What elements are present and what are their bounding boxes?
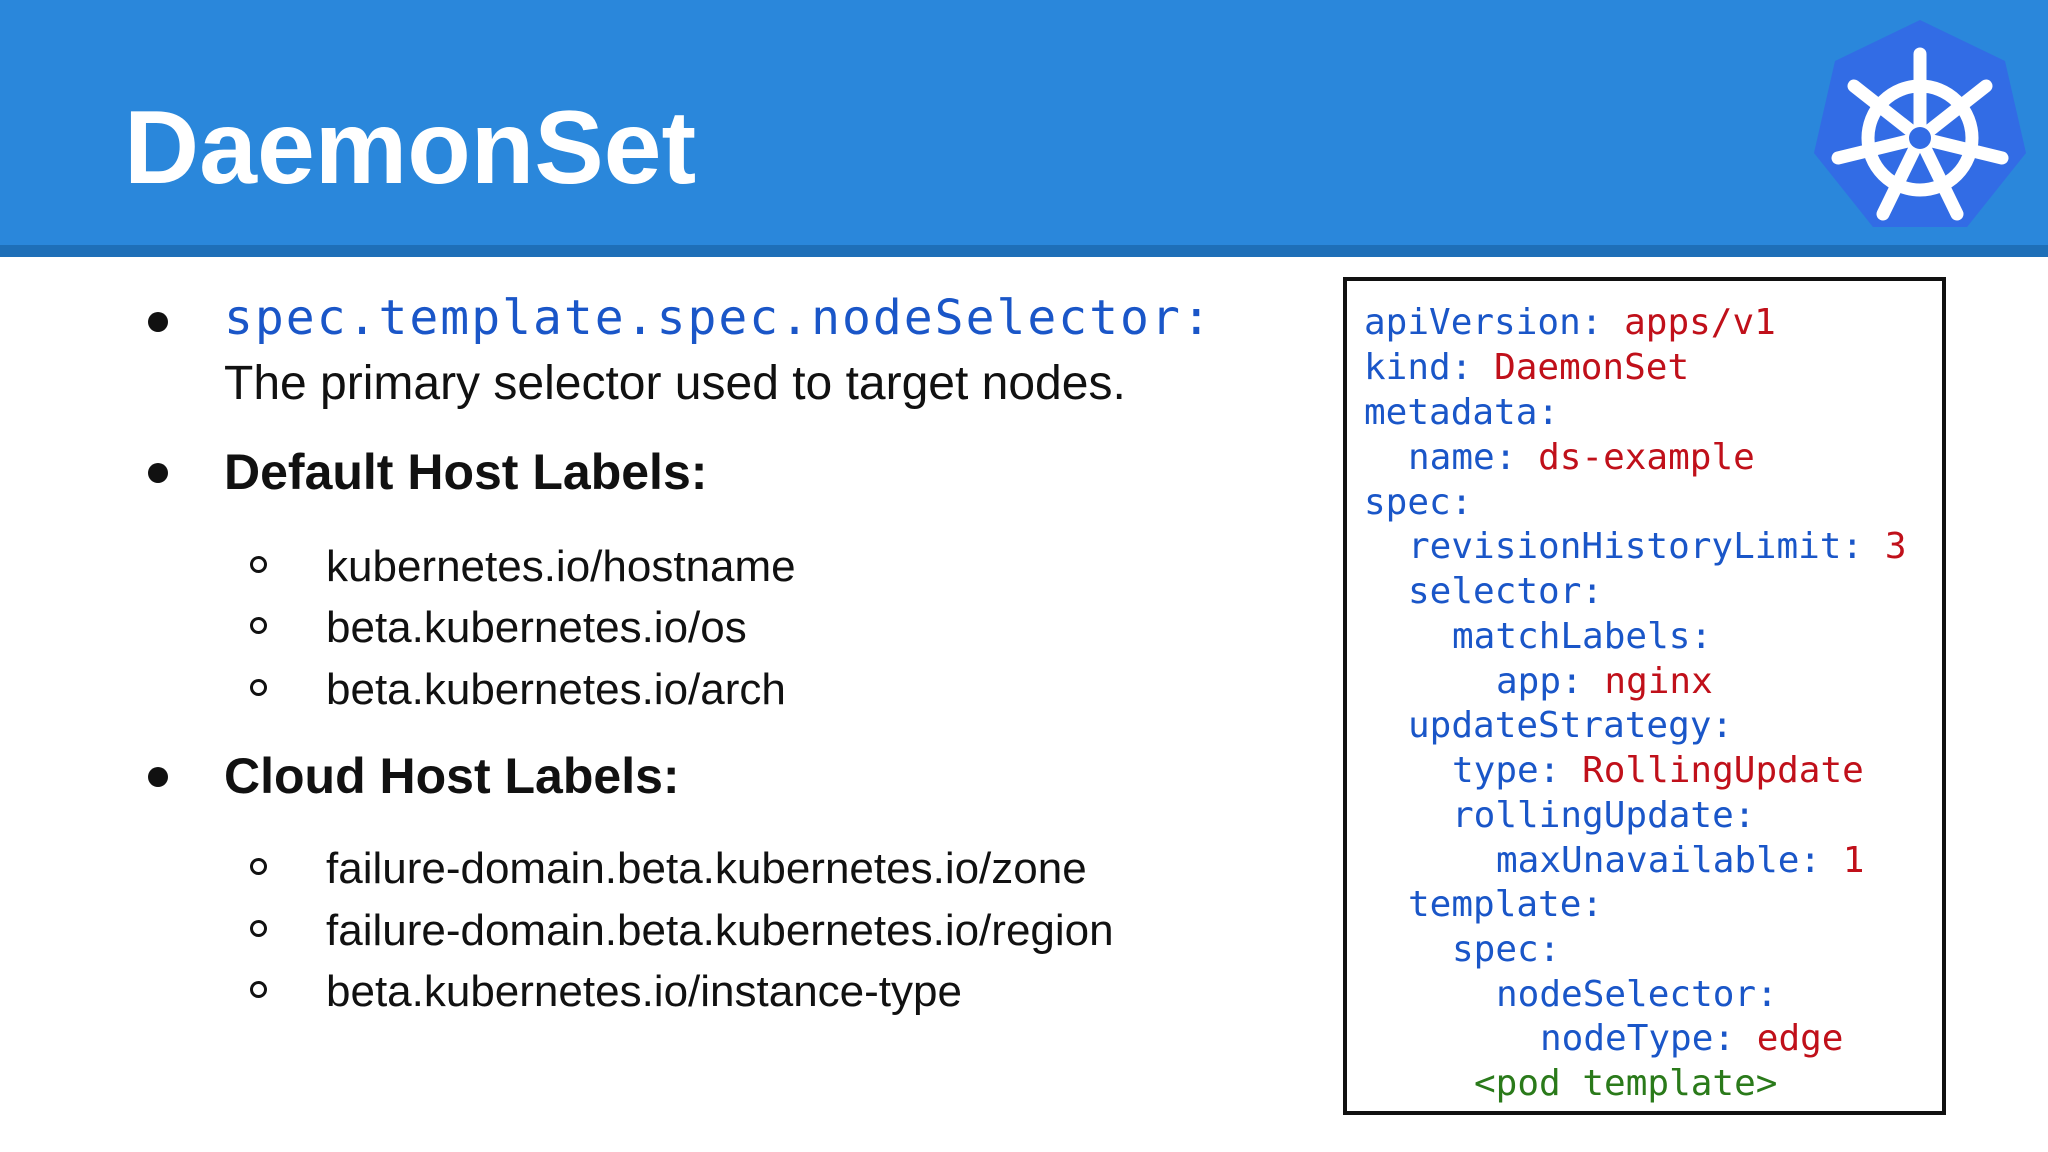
yaml-value: DaemonSet (1494, 347, 1690, 388)
default-label-item: kubernetes.io/hostname (326, 542, 796, 591)
yaml-value: ds-example (1538, 437, 1755, 478)
code-line: app: nginx (1496, 664, 1713, 700)
header-divider (0, 245, 2048, 257)
cloud-label-item: beta.kubernetes.io/instance-type (326, 967, 962, 1016)
bullet-dot (148, 463, 168, 483)
node-selector-description: The primary selector used to target node… (224, 357, 1126, 410)
code-line: updateStrategy: (1408, 708, 1733, 744)
sub-bullet-dot (250, 556, 267, 573)
code-line: selector: (1408, 574, 1603, 610)
code-line: maxUnavailable: 1 (1496, 843, 1864, 879)
yaml-key: apiVersion: (1364, 302, 1603, 343)
kubernetes-helm-icon (1814, 20, 2026, 227)
sub-bullet-dot (250, 617, 267, 634)
yaml-key: updateStrategy: (1408, 705, 1734, 746)
yaml-key: matchLabels: (1452, 616, 1713, 657)
default-label-item: beta.kubernetes.io/os (326, 603, 747, 652)
yaml-key: kind: (1364, 347, 1473, 388)
code-line: <pod template> (1474, 1066, 1777, 1102)
yaml-value: 1 (1842, 840, 1865, 881)
yaml-value: edge (1756, 1018, 1844, 1059)
code-line: spec: (1364, 485, 1472, 521)
slide-title: DaemonSet (124, 90, 697, 206)
yaml-value: 3 (1884, 526, 1907, 567)
sub-bullet-dot (250, 858, 267, 875)
code-line: matchLabels: (1452, 619, 1712, 655)
code-line: metadata: (1364, 395, 1559, 431)
code-line: apiVersion: apps/v1 (1364, 305, 1776, 341)
code-line: nodeSelector: (1496, 977, 1778, 1013)
code-line: rollingUpdate: (1452, 798, 1755, 834)
default-label-item: beta.kubernetes.io/arch (326, 665, 786, 714)
yaml-key: spec: (1364, 482, 1473, 523)
yaml-key: nodeType: (1540, 1018, 1736, 1059)
yaml-key: spec: (1452, 929, 1561, 970)
bullet-dot (148, 312, 168, 332)
yaml-key: rollingUpdate: (1452, 795, 1756, 836)
node-selector-path: spec.template.spec.nodeSelector: (224, 290, 1213, 346)
sub-bullet-dot (250, 679, 267, 696)
yaml-key: selector: (1408, 571, 1604, 612)
code-line: template: (1408, 887, 1603, 923)
yaml-key: metadata: (1364, 392, 1560, 433)
cloud-host-labels-heading: Cloud Host Labels: (224, 748, 680, 804)
yaml-key: revisionHistoryLimit: (1408, 526, 1864, 567)
yaml-code-box (1343, 277, 1946, 1115)
yaml-key: app: (1496, 661, 1583, 702)
default-host-labels-heading: Default Host Labels: (224, 444, 708, 500)
yaml-key: name: (1408, 437, 1517, 478)
slide-header (0, 0, 2048, 245)
bullet-dot (148, 767, 168, 787)
yaml-key: nodeSelector: (1496, 974, 1778, 1015)
code-line: spec: (1452, 932, 1560, 968)
pod-template-placeholder: <pod template> (1474, 1063, 1778, 1104)
code-line: nodeType: edge (1540, 1021, 1843, 1057)
sub-bullet-dot (250, 920, 267, 937)
yaml-value: apps/v1 (1624, 302, 1776, 343)
code-line: type: RollingUpdate (1452, 753, 1864, 789)
yaml-key: maxUnavailable: (1496, 840, 1822, 881)
code-line: name: ds-example (1408, 440, 1755, 476)
code-line: kind: DaemonSet (1364, 350, 1689, 386)
yaml-key: template: (1408, 884, 1604, 925)
cloud-label-item: failure-domain.beta.kubernetes.io/zone (326, 844, 1087, 893)
code-line: revisionHistoryLimit: 3 (1408, 529, 1907, 565)
yaml-key: type: (1452, 750, 1561, 791)
sub-bullet-dot (250, 981, 267, 998)
cloud-label-item: failure-domain.beta.kubernetes.io/region (326, 906, 1114, 955)
yaml-value: RollingUpdate (1582, 750, 1864, 791)
yaml-value: nginx (1604, 661, 1713, 702)
